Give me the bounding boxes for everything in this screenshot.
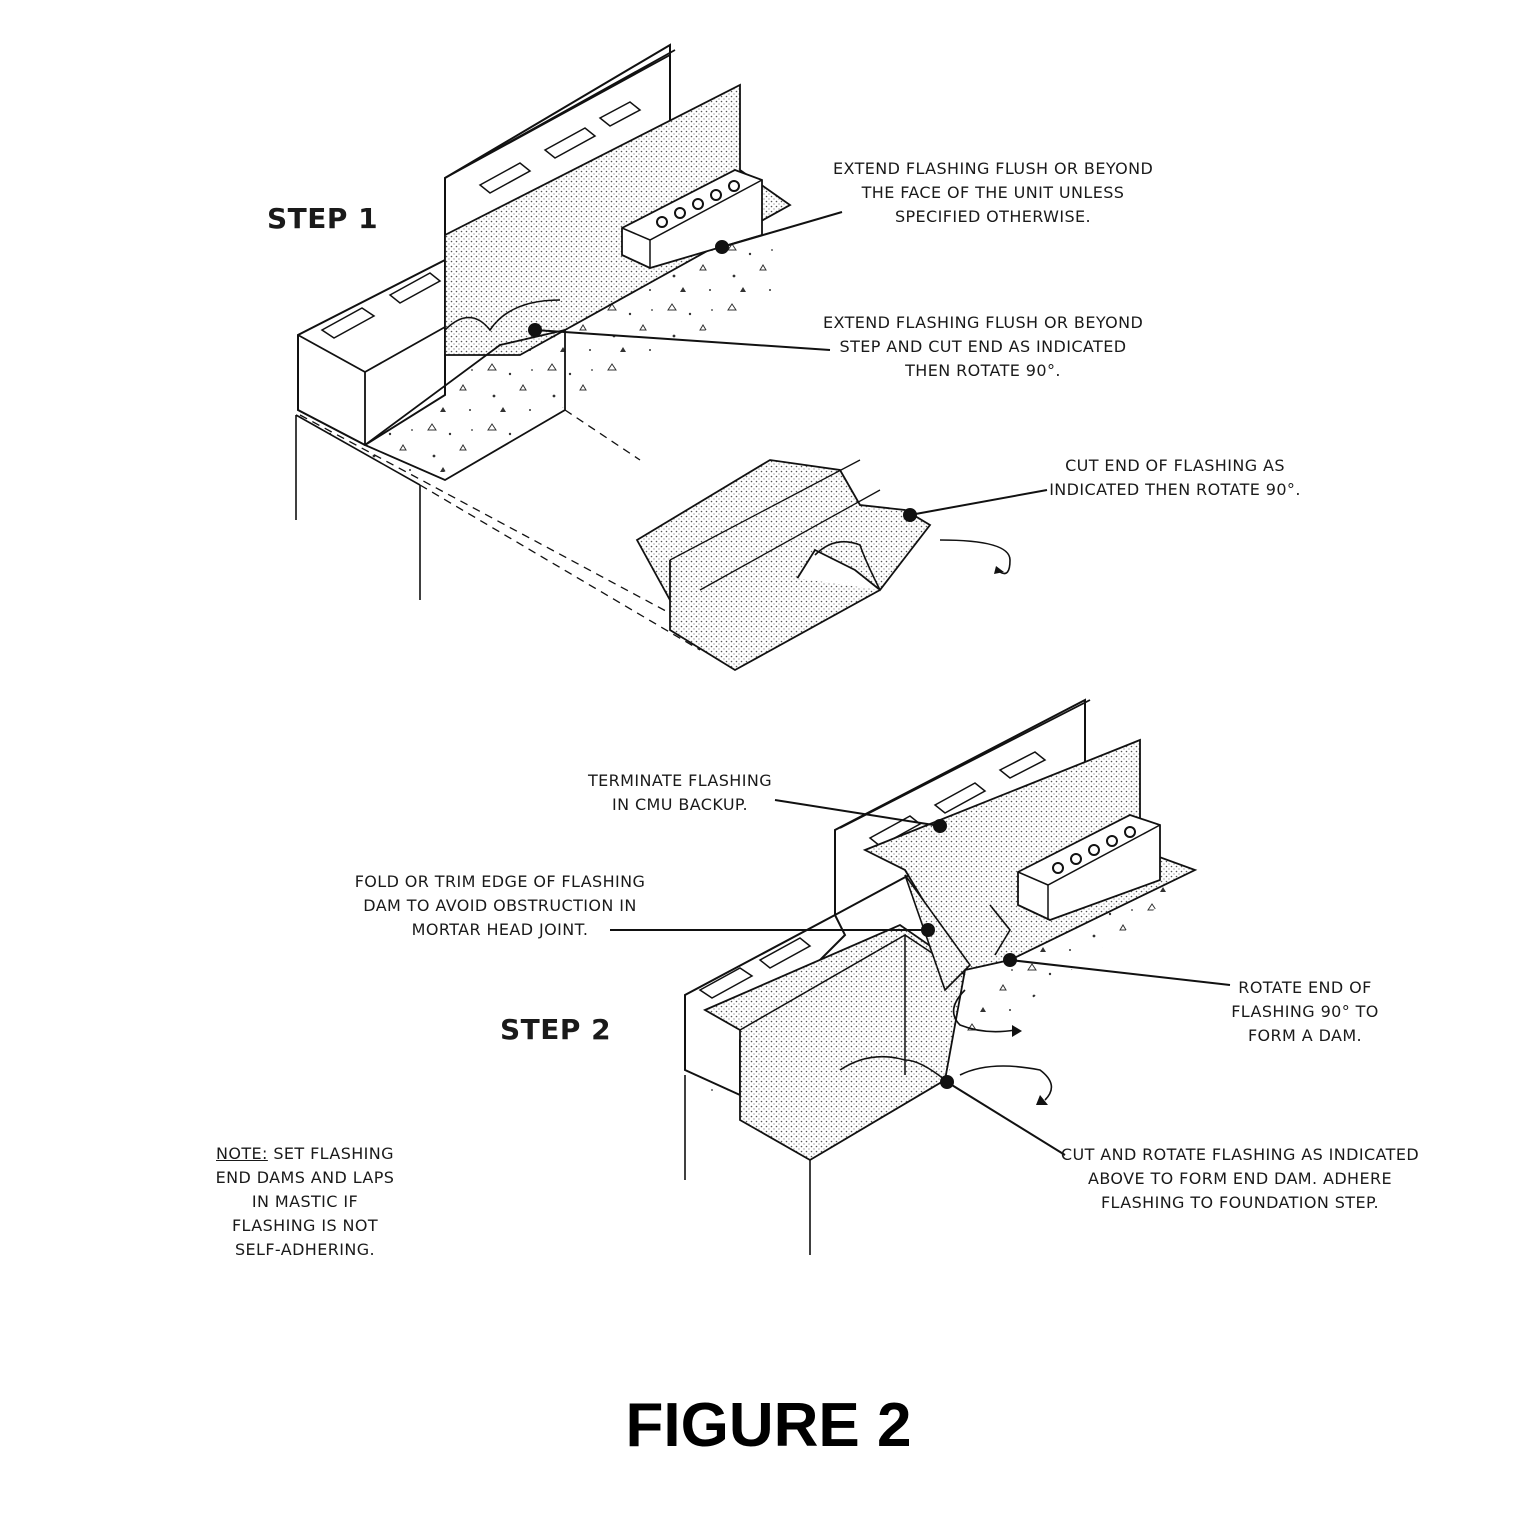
note-line-5: SELF-ADHERING. [234, 1240, 376, 1259]
step2-callout-rotate: ROTATE END OF FLASHING 90° TO FORM A DAM… [1220, 976, 1390, 1048]
step1-callout-face: EXTEND FLASHING FLUSH OR BEYOND THE FACE… [833, 157, 1153, 229]
note-line-2: END DAMS AND LAPS [215, 1168, 395, 1187]
step2-callout-rotate-line-1: ROTATE END OF [1238, 978, 1372, 997]
step1-callout-face-line-1: EXTEND FLASHING FLUSH OR BEYOND [833, 159, 1154, 178]
note-line-1: NOTE: SET FLASHING [210, 1142, 400, 1166]
step1-step-box [363, 328, 566, 482]
step2-rotate-arrow-2 [959, 1065, 1053, 1101]
step2-callout-end-dam: CUT AND ROTATE FLASHING AS INDICATED ABO… [1060, 1143, 1420, 1215]
step1-callout-step-line-2: STEP AND CUT END AS INDICATED [839, 337, 1127, 356]
note-block: NOTE: SET FLASHING END DAMS AND LAPS IN … [210, 1142, 400, 1262]
step2-callout-fold-line-1: FOLD OR TRIM EDGE OF FLASHING [354, 872, 646, 891]
step1-title: STEP 1 [267, 202, 379, 235]
step2-callout-terminate: TERMINATE FLASHING IN CMU BACKUP. [580, 769, 780, 817]
step1-cmu-lower [297, 258, 446, 447]
step1-callout-cut-line-1: CUT END OF FLASHING AS [1065, 456, 1285, 475]
note-line-4: FLASHING IS NOT [231, 1216, 379, 1235]
step1-foundation-step [295, 414, 421, 600]
step2-rotate-arrow-1 [952, 989, 1016, 1033]
step2-drawing [684, 698, 1198, 1255]
step1-callout-face-line-3: SPECIFIED OTHERWISE. [894, 207, 1092, 226]
step2-callout-end-dam-line-3: FLASHING TO FOUNDATION STEP. [1100, 1193, 1380, 1212]
step2-callout-rotate-line-2: FLASHING 90° TO [1231, 1002, 1379, 1021]
note-line-1-text: SET FLASHING [267, 1144, 394, 1163]
step2-callout-end-dam-line-2: ABOVE TO FORM END DAM. ADHERE [1087, 1169, 1393, 1188]
step2-leaders [610, 799, 1231, 1156]
step1-callout-face-line-2: THE FACE OF THE UNIT UNLESS [861, 183, 1125, 202]
step1-callout-cut: CUT END OF FLASHING AS INDICATED THEN RO… [1045, 454, 1305, 502]
step2-brick [1017, 814, 1161, 921]
step1-flashing [444, 83, 792, 356]
step2-flashing-front [702, 923, 966, 1162]
step1-callout-step-line-1: EXTEND FLASHING FLUSH OR BEYOND [823, 313, 1144, 332]
figure-title: FIGURE 2 [625, 1391, 912, 1460]
step1-callout-step-line-3: THEN ROTATE 90°. [905, 361, 1061, 380]
step2-callout-end-dam-line-1: CUT AND ROTATE FLASHING AS INDICATED [1060, 1145, 1420, 1164]
step1-leaders [528, 211, 1048, 522]
note-label: NOTE: [216, 1144, 268, 1163]
step2-callout-rotate-line-3: FORM A DAM. [1247, 1026, 1363, 1045]
step2-callout-fold-line-2: DAM TO AVOID OBSTRUCTION IN [363, 896, 637, 915]
step2-callout-fold-line-3: MORTAR HEAD JOINT. [411, 920, 589, 939]
step2-foundation [685, 860, 1195, 1160]
step2-flashing-upper [862, 738, 1198, 972]
step2-callout-fold: FOLD OR TRIM EDGE OF FLASHING DAM TO AVO… [350, 870, 650, 942]
step1-callout-cut-line-2: INDICATED THEN ROTATE 90°. [1049, 480, 1301, 499]
step1-rotate-arrow [939, 539, 1011, 575]
step2-title: STEP 2 [500, 1013, 612, 1046]
note-line-3: IN MASTIC IF [251, 1192, 359, 1211]
step2-callout-terminate-line-1: TERMINATE FLASHING [587, 771, 773, 790]
step2-callout-terminate-line-2: IN CMU BACKUP. [612, 795, 748, 814]
step1-callout-step: EXTEND FLASHING FLUSH OR BEYOND STEP AND… [823, 311, 1143, 383]
step1-drawing [295, 43, 1011, 672]
step1-foundation [296, 230, 780, 485]
step1-flashing-piece [635, 459, 932, 672]
